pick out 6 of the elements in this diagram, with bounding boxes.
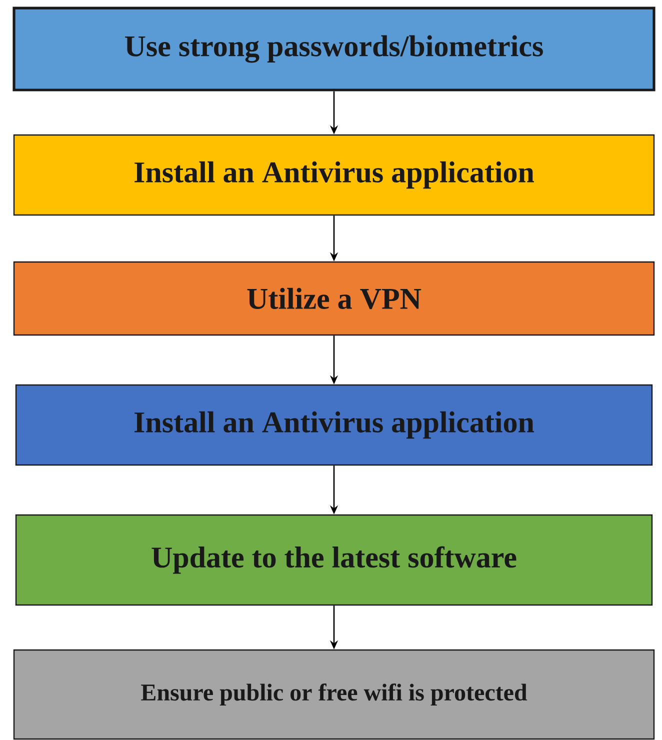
process-box: Use strong passwords/biometrics bbox=[12, 6, 656, 92]
process-box: Install an Antivirus application bbox=[15, 384, 653, 466]
process-box: Update to the latest software bbox=[15, 514, 653, 606]
process-box: Ensure public or free wifi is protected bbox=[13, 649, 655, 740]
process-box: Install an Antivirus application bbox=[13, 134, 655, 216]
process-box: Utilize a VPN bbox=[13, 261, 655, 336]
